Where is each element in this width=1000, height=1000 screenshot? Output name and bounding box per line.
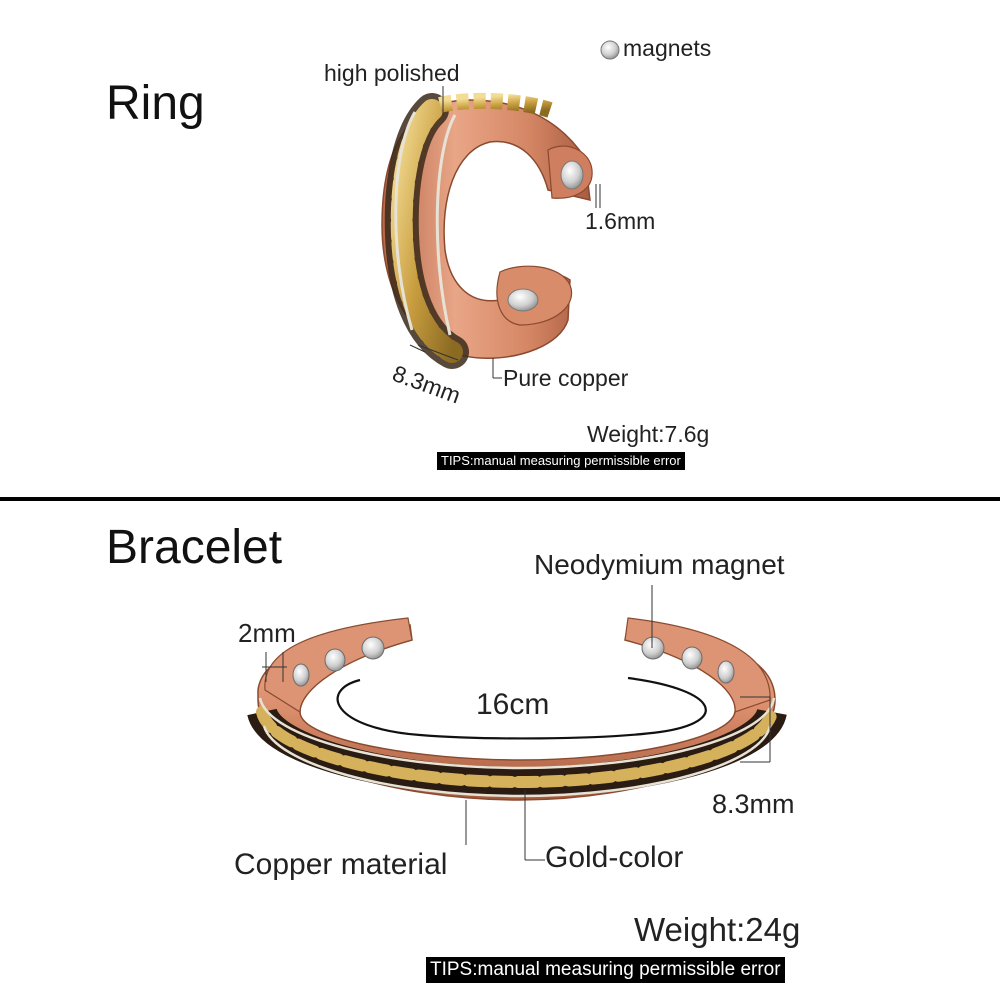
bracelet-thickness-label: 2mm [238, 618, 296, 648]
bracelet-shape [247, 617, 787, 801]
ring-magnet-bottom [507, 288, 539, 312]
ring-thickness-label: 1.6mm [585, 208, 656, 234]
bracelet-neodymium-label: Neodymium magnet [534, 549, 785, 580]
ring-weight: Weight:7.6g [587, 421, 710, 447]
bracelet-title: Bracelet [106, 521, 283, 574]
bracelet-diameter-oval [336, 676, 707, 740]
ring-magnets-label: magnets [623, 35, 712, 61]
bracelet-tips: TIPS:manual measuring permissible error [426, 957, 785, 983]
ring-illustration [381, 40, 620, 379]
magnet-legend-icon [600, 40, 620, 60]
ring-high-polished-label: high polished [324, 60, 460, 86]
bracelet-copper-material-label: Copper material [234, 848, 448, 881]
bracelet-leader-lines [262, 585, 771, 861]
ring-leader-lines [409, 86, 601, 379]
bracelet-weight: Weight:24g [634, 911, 801, 948]
ring-pure-copper-label: Pure copper [503, 365, 629, 391]
ring-tips: TIPS:manual measuring permissible error [437, 452, 685, 471]
section-divider [0, 497, 1000, 501]
bracelet-width-label: 8.3mm [712, 789, 795, 819]
bracelet-diameter-label: 16cm [476, 688, 550, 721]
ring-shape [381, 92, 593, 369]
bracelet-gold-color-label: Gold-color [545, 841, 684, 874]
ring-title: Ring [106, 77, 205, 130]
ring-magnet-top [560, 160, 584, 190]
